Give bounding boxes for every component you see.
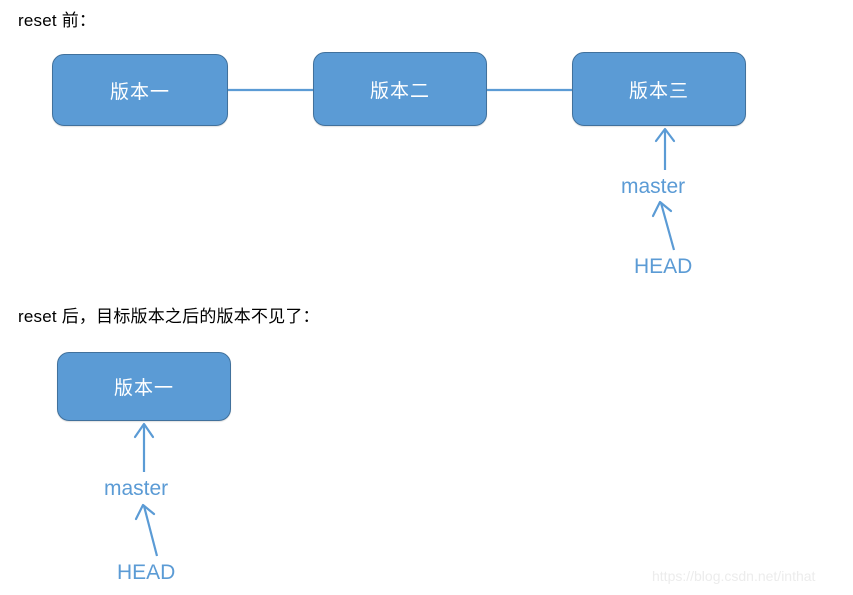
branch-label-master-before: master: [621, 175, 686, 198]
arrow-head-to-master-before: [651, 200, 676, 251]
commit-box-version-two-before: 版本二: [313, 52, 487, 126]
head-label-before: HEAD: [634, 255, 693, 278]
commit-box-version-one-before: 版本一: [52, 54, 228, 126]
commit-box-version-one-after: 版本一: [57, 352, 231, 421]
arrow-master-to-version-one-after: [133, 422, 155, 472]
section-after-caption: reset 后，目标版本之后的版本不见了：: [18, 307, 320, 326]
arrow-head-to-master-after: [134, 503, 159, 557]
head-label-after: HEAD: [117, 561, 176, 584]
arrow-master-to-version-three: [654, 127, 676, 170]
commit-box-version-three-before: 版本三: [572, 52, 746, 126]
watermark: https://blog.csdn.net/inthat: [652, 568, 816, 584]
branch-label-master-after: master: [104, 477, 169, 500]
section-before-caption: reset 前：: [18, 11, 97, 30]
